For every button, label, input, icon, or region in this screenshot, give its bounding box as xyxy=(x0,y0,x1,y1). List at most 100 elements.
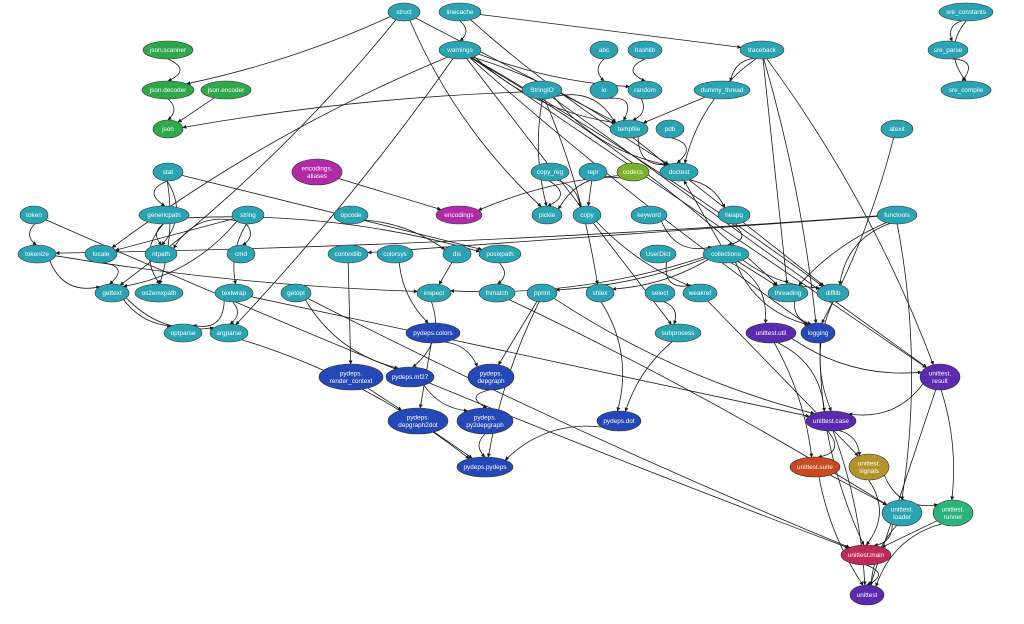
node-string[interactable]: string xyxy=(231,205,265,225)
node-label-hashlib: hashlib xyxy=(635,47,656,54)
node-copy[interactable]: copy xyxy=(572,205,602,225)
edge-stringio-to-doctest xyxy=(553,96,668,167)
node-fnmatch[interactable]: fnmatch xyxy=(478,283,516,303)
node-unittest-loader[interactable]: unittest.loader xyxy=(881,499,923,527)
node-shape-encodings-aliases xyxy=(291,158,343,186)
node-traceback[interactable]: traceback xyxy=(739,40,785,60)
node-pdb[interactable]: pdb xyxy=(655,119,685,139)
node-pydeps-render-context[interactable]: pydeps.render_context xyxy=(318,363,384,391)
node-pickle[interactable]: pickle xyxy=(531,205,563,225)
node-shlex[interactable]: shlex xyxy=(585,283,615,303)
node-genericpath[interactable]: genericpath xyxy=(138,205,190,225)
node-collections[interactable]: collections xyxy=(702,244,750,264)
node-pydeps-depgraph2dot[interactable]: pydeps.depgraph2dot xyxy=(387,407,449,435)
node-locale[interactable]: locale xyxy=(84,244,118,264)
node-hashlib[interactable]: hashlib xyxy=(627,40,663,60)
edge-unittest-result-to-unittest-case xyxy=(848,383,924,417)
node-label-copy: copy xyxy=(580,212,594,219)
node-getopt[interactable]: getopt xyxy=(280,283,312,303)
node-sre-parse[interactable]: sre_parse xyxy=(927,40,969,60)
node-shape-codecs xyxy=(616,162,650,182)
node-atexit[interactable]: atexit xyxy=(880,119,914,139)
node-unittest-signals[interactable]: unittest.signals xyxy=(848,453,890,481)
node-json[interactable]: json xyxy=(152,119,184,139)
node-label-userdict: UserDict xyxy=(646,251,671,258)
edge-logging-to-unittest-main xyxy=(819,342,865,546)
node-abc[interactable]: abc xyxy=(589,40,619,60)
node-dummy-thread[interactable]: dummy_thread xyxy=(693,80,751,100)
node-shape-fnmatch xyxy=(478,283,516,303)
node-warnings[interactable]: warnings xyxy=(438,40,482,60)
node-colorsys[interactable]: colorsys xyxy=(376,244,414,264)
node-ntpath[interactable]: ntpath xyxy=(144,244,178,264)
edge-traceback-to-threading xyxy=(762,58,789,285)
node-struct[interactable]: struct xyxy=(387,2,421,22)
edge-warnings-to-tempfile xyxy=(473,56,616,125)
node-label-pydeps-py2depgraph: pydeps. xyxy=(474,415,497,422)
node-unittest-main[interactable]: unittest.main xyxy=(840,544,892,566)
node-encodings-aliases[interactable]: encodings.aliases xyxy=(291,158,343,186)
node-os2emxpath[interactable]: os2emxpath xyxy=(134,283,184,303)
node-threading[interactable]: threading xyxy=(767,283,809,303)
node-functools[interactable]: functools xyxy=(876,205,918,225)
node-unittest-case[interactable]: unittest.case xyxy=(805,410,857,432)
node-unittest-suite[interactable]: unittest.suite xyxy=(789,456,841,478)
node-posixpath[interactable]: posixpath xyxy=(478,244,522,264)
node-unittest-util[interactable]: unittest.util xyxy=(745,322,797,344)
node-inspect[interactable]: inspect xyxy=(416,283,452,303)
node-pydeps-depgraph[interactable]: pydeps.depgraph xyxy=(467,363,515,391)
node-stringio[interactable]: StringIO xyxy=(521,80,563,100)
node-logging[interactable]: logging xyxy=(800,322,836,344)
node-encodings[interactable]: encodings xyxy=(435,205,483,225)
node-json-encoder[interactable]: json.encoder xyxy=(200,80,252,100)
node-pydeps-dot[interactable]: pydeps.dot xyxy=(596,410,642,432)
node-textwrap[interactable]: textwrap xyxy=(214,283,254,303)
node-unittest[interactable]: unittest xyxy=(849,584,885,606)
node-label-sre-compile: sre_compile xyxy=(949,87,984,94)
node-gettext[interactable]: gettext xyxy=(94,283,130,303)
node-stat[interactable]: stat xyxy=(152,162,184,182)
node-tokenize[interactable]: tokenize xyxy=(17,244,57,264)
node-optparse[interactable]: optparse xyxy=(163,323,203,343)
node-label-json-encoder: json.encoder xyxy=(207,87,245,94)
node-doctest[interactable]: doctest xyxy=(659,162,699,182)
node-io[interactable]: io xyxy=(589,80,619,100)
node-subprocess[interactable]: subprocess xyxy=(654,323,702,343)
node-opcode[interactable]: opcode xyxy=(333,205,369,225)
node-userdict[interactable]: UserDict xyxy=(639,244,677,264)
node-pydeps-colors[interactable]: pydeps.colors xyxy=(405,322,461,344)
node-argparse[interactable]: argparse xyxy=(209,323,249,343)
node-heapq[interactable]: heapq xyxy=(717,205,751,225)
node-sre-compile[interactable]: sre_compile xyxy=(940,80,992,100)
node-difflib[interactable]: difflib xyxy=(816,283,850,303)
node-pydeps-mf27[interactable]: pydeps.mf27 xyxy=(385,366,435,388)
node-contextlib[interactable]: contextlib xyxy=(327,244,369,264)
node-label-difflib: difflib xyxy=(826,290,841,297)
node-codecs[interactable]: codecs xyxy=(616,162,650,182)
node-random[interactable]: random xyxy=(627,80,663,100)
node-json-scanner[interactable]: json.scanner xyxy=(142,40,194,60)
node-pydeps-pydeps[interactable]: pydeps.pydeps xyxy=(456,456,514,478)
node-pprint[interactable]: pprint xyxy=(526,283,558,303)
node-pydeps-py2depgraph[interactable]: pydeps.py2depgraph xyxy=(456,407,514,435)
edge-functools-to-difflib xyxy=(838,223,891,286)
node-shape-heapq xyxy=(717,205,751,225)
node-shape-copy-reg xyxy=(530,162,570,182)
node-unittest-result[interactable]: unittest.result xyxy=(919,363,961,391)
node-repr[interactable]: repr xyxy=(578,162,608,182)
node-copy-reg[interactable]: copy_reg xyxy=(530,162,570,182)
node-select[interactable]: select xyxy=(644,283,676,303)
node-linecache[interactable]: linecache xyxy=(438,2,482,22)
node-sre-constants[interactable]: sre_constants xyxy=(938,2,994,22)
node-dis[interactable]: dis xyxy=(442,244,472,264)
node-json-decoder[interactable]: json.decoder xyxy=(141,80,195,100)
node-unittest-runner[interactable]: unittest.runner xyxy=(932,499,974,527)
node-weakref[interactable]: weakref xyxy=(682,283,718,303)
edge-pydeps-py2depgraph-to-pydeps-pydeps xyxy=(478,433,486,458)
node-tempfile[interactable]: tempfile xyxy=(609,119,649,139)
node-cmd[interactable]: cmd xyxy=(226,244,256,264)
node-token[interactable]: token xyxy=(19,205,49,225)
node-label-pdb: pdb xyxy=(665,126,676,133)
node-keyword[interactable]: keyword xyxy=(630,205,668,225)
